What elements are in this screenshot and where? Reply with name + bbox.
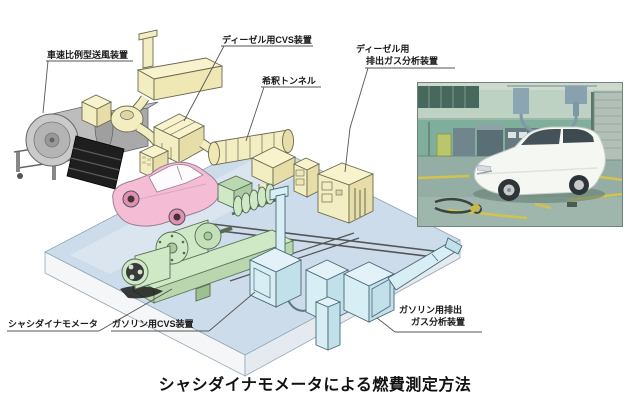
test-lab-photo xyxy=(416,82,624,227)
label-gasoline-analyzer-line1: ガソリン用排出 xyxy=(399,305,463,315)
label-gasoline-cvs: ガソリン用CVS装置 xyxy=(112,319,194,329)
label-gasoline-analyzer-line2: ガス分析装置 xyxy=(411,317,466,327)
label-dilution-tunnel: 希釈トンネル xyxy=(262,76,316,86)
photo-car xyxy=(473,126,606,203)
photo-floor-items xyxy=(434,197,577,214)
photo-equipment xyxy=(428,85,597,157)
label-gasoline-analyzer: ガソリン用排出 ガス分析装置 xyxy=(399,304,465,328)
photo-shutter-door xyxy=(591,91,624,161)
car-illustration xyxy=(112,161,220,227)
analyzer-boxes-illustration xyxy=(248,185,463,351)
label-blower: 車速比例型送風装置 xyxy=(47,50,129,60)
figure-caption: シャシダイナモメータによる燃費測定方法 xyxy=(158,377,472,394)
leader-lines xyxy=(7,45,482,333)
label-diesel-analyzer-line2: 排出ガス分析装置 xyxy=(366,56,439,66)
label-diesel-analyzer: ディーゼル用 排出ガス分析装置 xyxy=(356,43,438,67)
label-diesel-cvs: ディーゼル用CVS装置 xyxy=(222,35,312,45)
duct-illustration xyxy=(80,29,375,224)
label-diesel-analyzer-line1: ディーゼル用 xyxy=(356,44,410,54)
label-chassis-dyno: シャシダイナモメータ xyxy=(8,319,98,329)
